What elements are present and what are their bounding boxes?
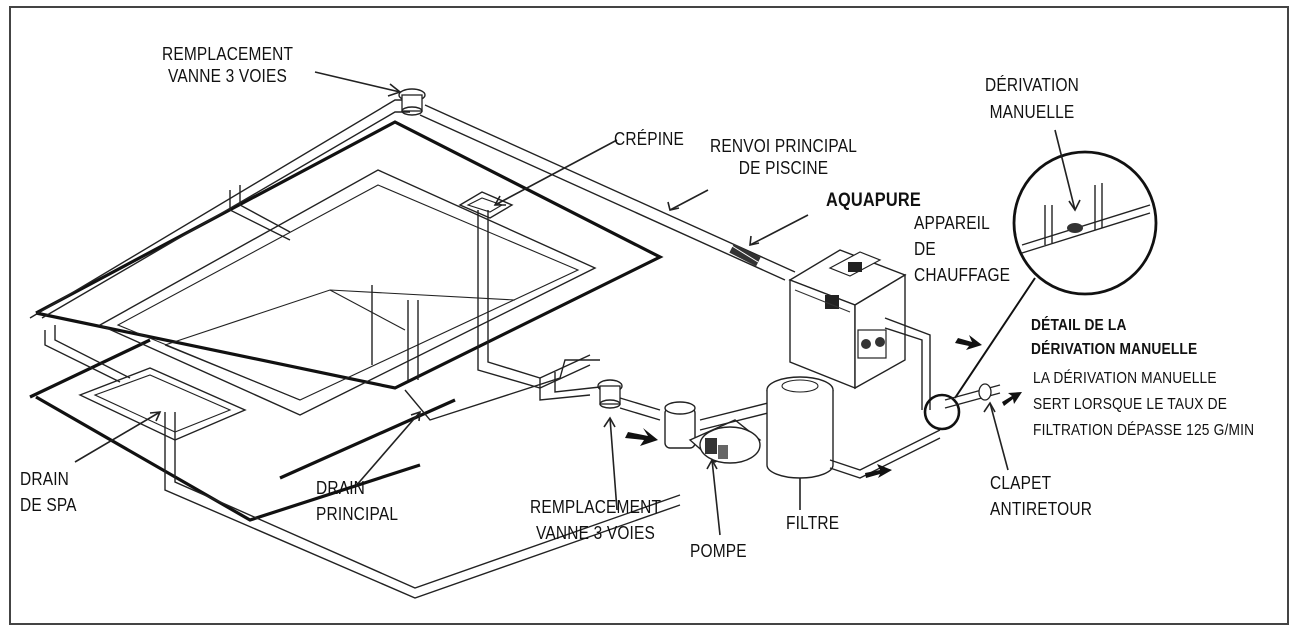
label-detail-title: DÉTAIL DE LA DÉRIVATION MANUELLE: [1031, 317, 1198, 358]
label-pompe: POMPE: [690, 541, 747, 561]
aquapure-icon: [729, 243, 761, 267]
label-heater: APPAREIL DE CHAUFFAGE: [914, 213, 1011, 285]
suction-pipes: [164, 210, 681, 599]
label-clapet: CLAPET ANTIRETOUR: [990, 473, 1093, 519]
flow-arrows: [625, 335, 1022, 478]
label-crepine: CRÉPINE: [614, 129, 685, 149]
label-detail-text: LA DÉRIVATION MANUELLE SERT LORSQUE LE T…: [1033, 370, 1255, 439]
pump-line: [619, 397, 661, 421]
check-valve-icon: [944, 383, 1001, 409]
label-aquapure: AQUAPURE: [826, 190, 921, 211]
bypass-detail-zoom: [923, 150, 1158, 431]
label-drain-spa: DRAIN DE SPA: [20, 469, 77, 515]
label-valve-bottom: REMPLACEMENT VANNE 3 VOIES: [530, 497, 662, 543]
heater-icon: [788, 249, 931, 410]
label-arrows: [74, 71, 1081, 536]
label-filtre: FILTRE: [786, 513, 840, 533]
valve-top-icon: [398, 88, 426, 116]
filter-icon: [766, 376, 941, 479]
label-valve-top: REMPLACEMENT VANNE 3 VOIES: [162, 44, 294, 86]
valve-bottom-icon: [597, 379, 623, 409]
label-renvoi-principal: RENVOI PRINCIPAL DE PISCINE: [710, 136, 857, 178]
label-drain-principal: DRAIN PRINCIPAL: [316, 478, 399, 524]
pool-basin: [98, 169, 597, 416]
diagram-frame: [9, 6, 1289, 625]
pump-icon: [664, 399, 781, 464]
label-derivation-manuelle: DÉRIVATION MANUELLE: [985, 75, 1080, 122]
pool-deck-outline: [29, 120, 664, 522]
